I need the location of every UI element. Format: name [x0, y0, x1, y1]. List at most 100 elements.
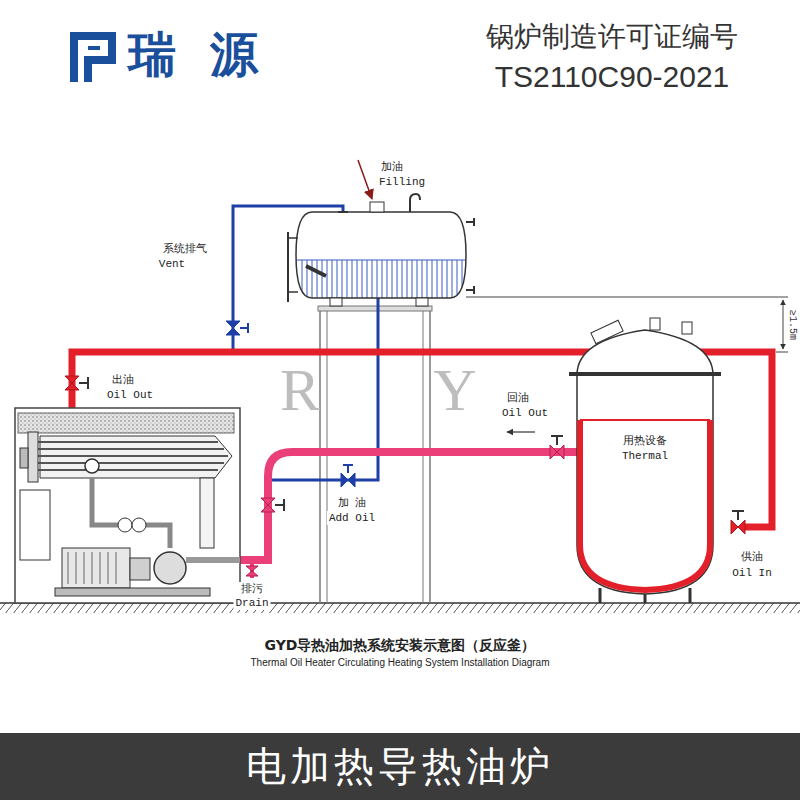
- heater-unit: [100, 552, 101, 584]
- reactor-vessel: [580, 419, 710, 421]
- supply-label: Oil In: [730, 566, 774, 580]
- watermark: R: [280, 360, 320, 420]
- licence-number: TS2110C90-2021: [495, 60, 730, 94]
- node-text: Thermal: [582, 449, 708, 464]
- return-pipe: [240, 452, 577, 560]
- heater-unit: [18, 413, 234, 433]
- banner-band: 电加热导热油炉: [0, 733, 800, 800]
- heater-unit: [84, 552, 85, 584]
- blue-valve: [226, 321, 240, 335]
- heater-unit: [76, 552, 77, 584]
- blue-valve: [226, 321, 355, 487]
- vent-label: Vent: [157, 257, 187, 271]
- flow-arrow: [507, 431, 535, 432]
- expansion-tank: [473, 218, 475, 226]
- return-pipe: [240, 452, 577, 560]
- reactor-vessel: [569, 318, 721, 603]
- expansion-tank: [370, 202, 384, 212]
- red-valve: [87, 377, 89, 389]
- ground: [0, 603, 800, 613]
- diagram-caption: Thermal Oil Heater Circulating Heating S…: [250, 656, 549, 669]
- return-valve: [261, 436, 564, 512]
- height-dimension: [776, 352, 788, 353]
- red-valve: [65, 376, 79, 390]
- reactor-vessel: [569, 372, 721, 376]
- drain-valve: [246, 566, 258, 576]
- reactor-vessel: [644, 594, 647, 603]
- outlet-label: Oil Out: [105, 388, 155, 402]
- blue-valve: [247, 323, 249, 333]
- reactor-vessel: [650, 318, 660, 330]
- expansion-tank: [288, 237, 298, 239]
- return-valve: [550, 445, 564, 459]
- heater-unit: [55, 588, 210, 596]
- reactor-vessel: [580, 420, 710, 590]
- add-oil-label: 加 油: [336, 496, 369, 510]
- red-valve: [731, 520, 745, 534]
- return-label: 回油: [505, 391, 531, 405]
- drain-label: 排污: [239, 582, 265, 596]
- supply-label: 供油: [739, 550, 765, 564]
- reactor-vessel: [599, 588, 602, 603]
- blue-valve: [240, 327, 248, 329]
- return-valve: [283, 499, 285, 511]
- node-text: 电加热导热油炉: [0, 733, 800, 800]
- heater-unit: [92, 552, 93, 584]
- logo-icon: [88, 46, 100, 50]
- logo-icon: [74, 36, 112, 82]
- expansion-tank: [288, 194, 474, 306]
- drain-valve: [246, 564, 258, 578]
- watermark: Y: [433, 360, 476, 420]
- expansion-tank: [297, 259, 465, 260]
- filling-arrow: [358, 160, 372, 199]
- heater-unit: [62, 548, 130, 588]
- heater-unit: [92, 478, 170, 548]
- heater-unit: [132, 518, 146, 532]
- heater-unit: [68, 552, 116, 584]
- heater-unit: [118, 518, 132, 532]
- diagram-title: GYD导热油加热系统安装示意图（反应釜）: [265, 636, 536, 654]
- thermal-equipment: 用热设备Thermal: [582, 432, 708, 466]
- expansion-tank: [466, 289, 474, 291]
- heater-unit: [30, 441, 218, 443]
- expansion-tank: [306, 266, 326, 276]
- heater-unit: [15, 408, 240, 603]
- blue-valve: [347, 465, 349, 473]
- heater-unit: [30, 455, 228, 457]
- red-valve: [732, 510, 744, 512]
- heater-unit: [28, 432, 38, 482]
- filling-label: Filling: [377, 175, 427, 189]
- heater-unit: [30, 442, 228, 470]
- heater-unit: [30, 469, 218, 471]
- filling-label: 加油: [379, 160, 405, 174]
- heater-unit: [20, 490, 50, 560]
- licence-heading: 锅炉制造许可证编号: [486, 20, 738, 54]
- red-valve: [79, 382, 88, 384]
- expansion-tank: [296, 212, 466, 298]
- flow-arrow: [507, 432, 535, 433]
- expansion-tank: [338, 211, 348, 213]
- heater-unit: [186, 557, 240, 563]
- filling-arrow: [358, 160, 372, 199]
- heater-unit: [20, 448, 28, 468]
- heater-unit: [68, 552, 69, 584]
- node-text: 用热设备: [582, 434, 708, 449]
- dimension-text: ≥1.5m: [786, 309, 798, 341]
- red-valve: [737, 511, 739, 520]
- return-valve: [556, 436, 558, 445]
- return-valve: [551, 435, 563, 437]
- return-label: Oil Out: [500, 406, 550, 420]
- heater-unit: [154, 552, 186, 584]
- drain-label: Drain: [233, 596, 270, 610]
- return-valve: [261, 498, 275, 512]
- expansion-tank: [416, 298, 428, 306]
- heater-unit: [30, 462, 224, 464]
- heater-unit: [130, 558, 150, 580]
- heater-unit: [85, 459, 99, 473]
- vent-label: 系统排气: [161, 242, 209, 256]
- height-dimension: [783, 300, 784, 349]
- expansion-tank: [410, 194, 420, 212]
- heater-unit: [116, 552, 117, 584]
- company-logo-text: 瑞源: [128, 26, 292, 82]
